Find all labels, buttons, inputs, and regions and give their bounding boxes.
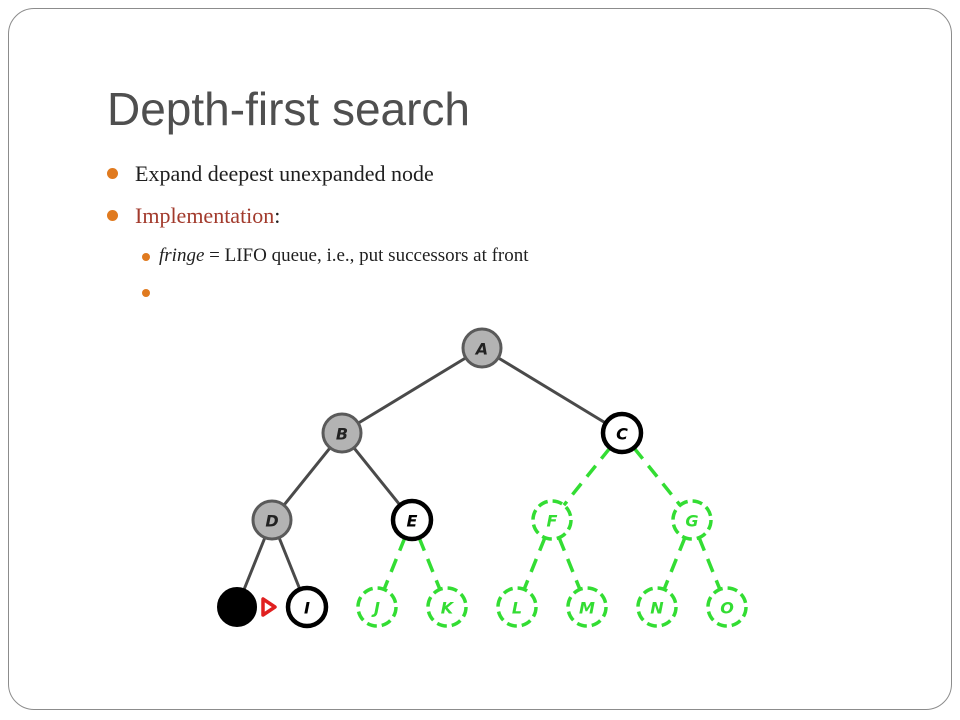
fringe-term: fringe [159, 245, 205, 266]
tree-edge-e-k [417, 536, 442, 591]
tree-edge-e-j [382, 536, 407, 591]
tree-node-label: E [407, 512, 418, 531]
tree-node-m: M [566, 586, 608, 628]
sub-bullet-dot [142, 289, 150, 297]
tree-edge-d-h [242, 537, 267, 590]
tree-edge-c-g [632, 446, 682, 507]
tree-node-label: D [265, 512, 278, 531]
tree-node-d: D [251, 499, 293, 541]
tree-nodes: A B C D E F G I J K L M N O [217, 327, 748, 629]
tree-node-e: E [390, 498, 434, 542]
tree-node-label: B [336, 425, 348, 444]
tree-node-label: L [512, 599, 522, 618]
tree-pointer [261, 597, 277, 617]
tree-edge-b-d [282, 446, 332, 507]
tree-node-n: N [636, 586, 678, 628]
bullet-accent-text: Implementation [135, 203, 275, 228]
tree-node-label: J [371, 599, 380, 618]
tree-edge-a-b [357, 356, 467, 425]
tree-node-g: G [671, 499, 713, 541]
tree-node-f: F [531, 499, 573, 541]
tree-edge-c-f [562, 446, 612, 507]
tree-edge-f-m [557, 536, 582, 591]
bullet-text: Expand deepest unexpanded node [135, 161, 434, 186]
sub-bullet-text: = LIFO queue, i.e., put successors at fr… [204, 245, 529, 266]
tree-node-l: L [496, 586, 538, 628]
bullet-implementation: Implementation: [135, 203, 280, 229]
current-pointer-icon [261, 597, 277, 617]
tree-edges [242, 356, 722, 591]
slide-title: Depth-first search [107, 83, 471, 135]
tree-node-label: K [441, 599, 455, 618]
tree-node-label: C [616, 425, 628, 444]
tree-node-b: B [321, 412, 363, 454]
tree-node-k: K [426, 586, 468, 628]
tree-node-label: F [547, 512, 558, 531]
tree-edge-f-l [522, 536, 547, 591]
tree-edge-a-c [497, 356, 607, 425]
tree-node-o: O [706, 586, 748, 628]
tree-edge-g-o [697, 536, 722, 591]
sub-bullet-dot [142, 253, 150, 261]
tree-node-label: A [474, 340, 488, 359]
tree-edge-b-e [352, 446, 402, 507]
tree-node-label: M [579, 599, 595, 618]
tree-node-c: C [600, 411, 644, 455]
tree-node-label: I [304, 599, 310, 618]
tree-node-j: J [356, 586, 398, 628]
tree-node-a: A [461, 327, 503, 369]
bullet-text-rest: : [274, 203, 281, 228]
dfs-tree-diagram: A B C D E F G I J K L M N O [217, 327, 748, 629]
tree-edge-d-i [277, 537, 302, 590]
bullet-expand: Expand deepest unexpanded node [135, 161, 434, 187]
bullet-dot [107, 168, 118, 179]
tree-edge-g-n [662, 536, 687, 591]
bullet-dot [107, 210, 118, 221]
sub-bullet-fringe: fringe = LIFO queue, i.e., put successor… [159, 245, 529, 267]
tree-node-label: G [685, 512, 698, 531]
tree-node-i: I [285, 585, 329, 629]
tree-node-label: N [650, 599, 664, 618]
tree-node-h [217, 587, 257, 627]
tree-node-label: O [720, 599, 734, 618]
